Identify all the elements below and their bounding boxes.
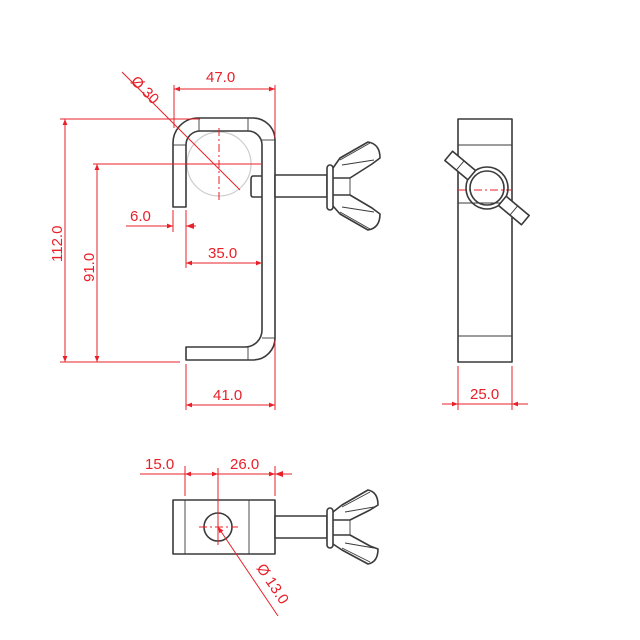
dim-throat-width: 35.0 <box>208 245 237 262</box>
dim-total-height: 112.0 <box>49 226 66 262</box>
hook-body <box>172 117 276 361</box>
wing-nut-icon <box>326 141 381 231</box>
dim-side-width: 25.0 <box>470 386 499 403</box>
front-view: Ø 30 47.0 112.0 91.0 6.0 35.0 41.0 <box>49 69 381 410</box>
dim-pipe-diameter: Ø 30 <box>127 73 162 108</box>
side-view: 25.0 <box>442 118 530 410</box>
dim-bottom-leg: 41.0 <box>213 387 242 404</box>
dim-wall-thickness: 6.0 <box>130 208 151 225</box>
dim-hole-diameter: Ø 13.0 <box>253 561 292 608</box>
dim-hook-width: 47.0 <box>206 69 235 86</box>
wing-nut-top-icon <box>326 489 379 565</box>
top-view: 15.0 26.0 Ø 13.0 <box>140 456 379 617</box>
dim-inner-height: 91.0 <box>81 253 98 282</box>
dim-hole-to-edge: 26.0 <box>230 456 259 473</box>
wing-nut-side-icon <box>444 150 530 226</box>
dim-hole-offset: 15.0 <box>145 456 174 473</box>
